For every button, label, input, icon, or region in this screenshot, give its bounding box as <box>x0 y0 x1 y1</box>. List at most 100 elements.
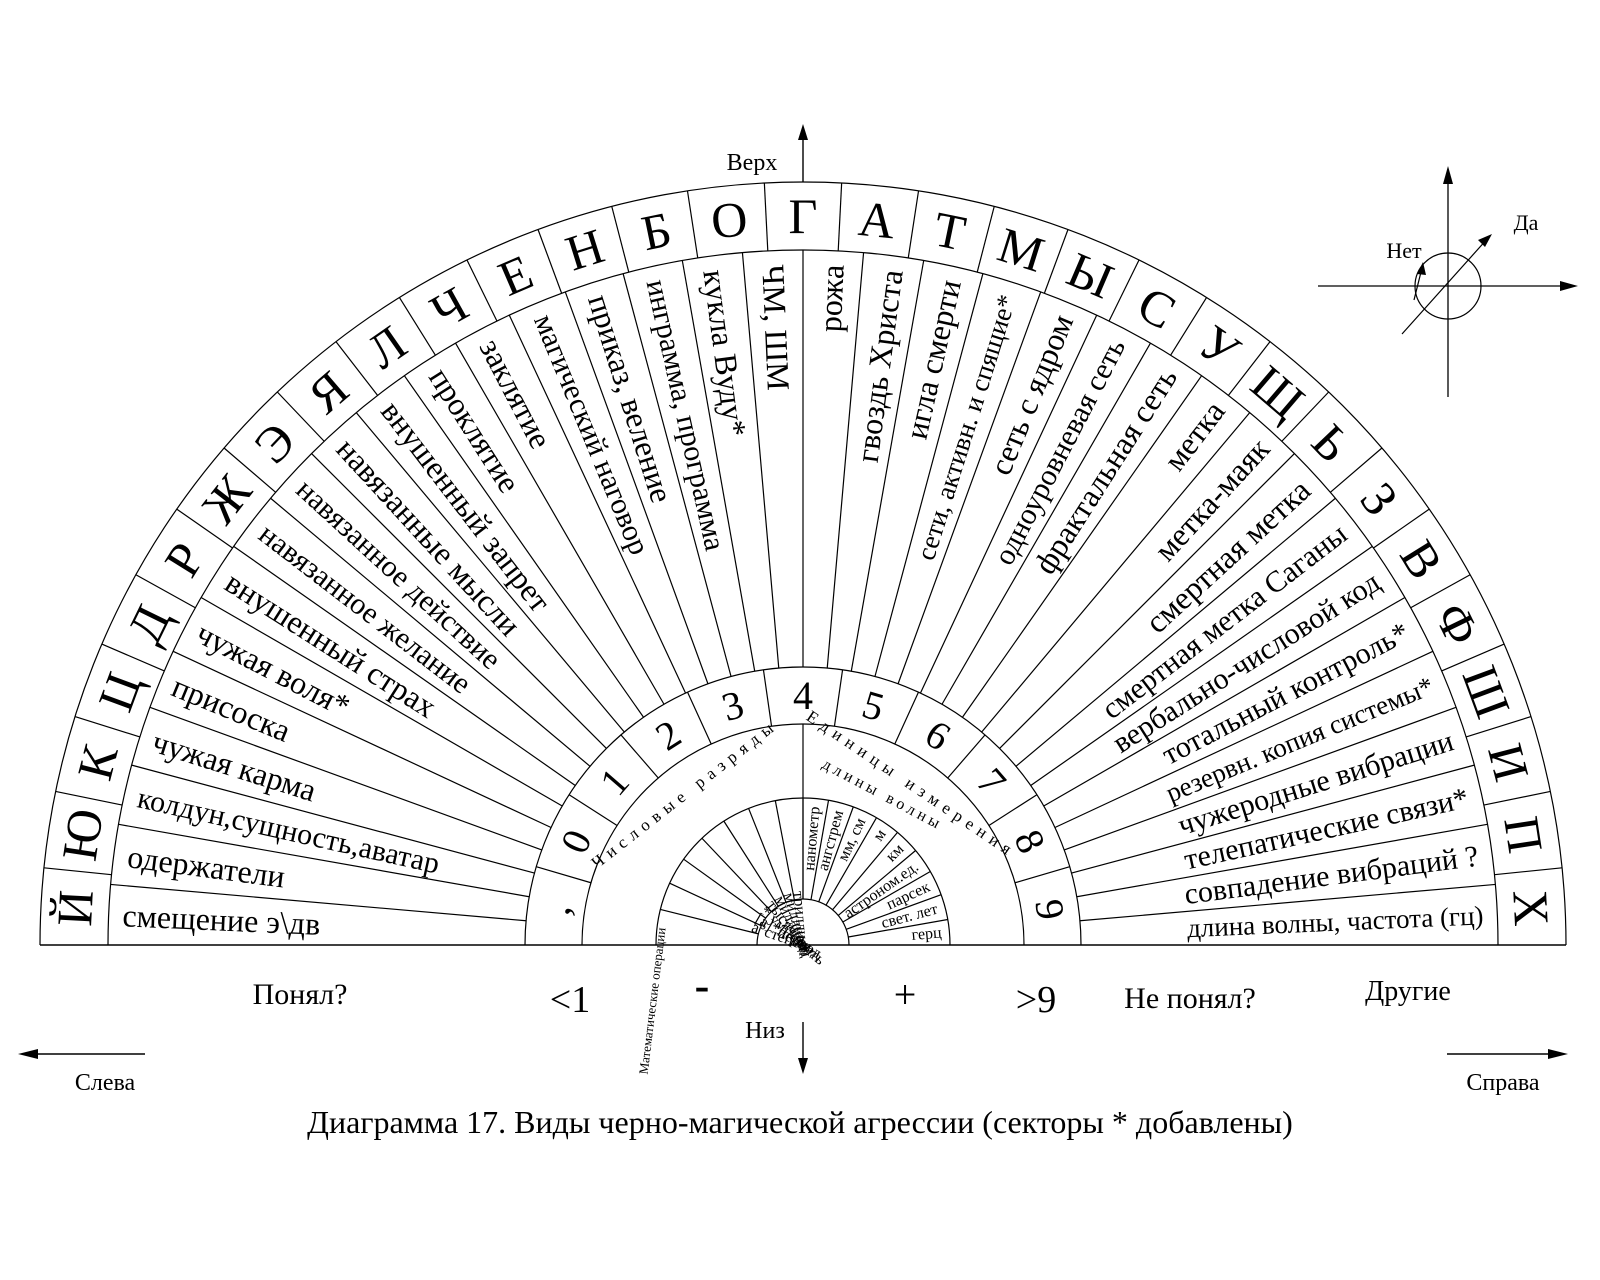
outer-letter: О <box>708 190 750 249</box>
outer-letter: Ц <box>87 665 152 718</box>
sector-divider <box>897 291 1042 684</box>
sector-divider <box>1071 764 1475 874</box>
digit-divider <box>1014 866 1070 884</box>
letter-divider <box>74 716 141 738</box>
letter-divider <box>837 182 843 251</box>
letter-divider <box>537 229 563 294</box>
left-unit-divider <box>748 808 787 903</box>
digit-label: 6 <box>917 711 958 760</box>
label-understood: Понял? <box>253 978 348 1011</box>
yes-no-indicator: Да Нет <box>1318 166 1578 397</box>
letter-divider <box>223 447 277 493</box>
sector-divider <box>1079 883 1496 922</box>
label-right: Справа <box>1466 1070 1540 1096</box>
left-unit-divider <box>701 837 772 913</box>
outer-letter: И <box>1477 738 1540 787</box>
outer-arc <box>39 181 1567 946</box>
right-unit-divider <box>842 870 931 923</box>
left-unit-divider <box>660 908 759 935</box>
sector-label: рожа <box>812 264 851 333</box>
digit-divider <box>947 734 986 779</box>
digit-divider <box>833 669 844 727</box>
letter-divider <box>335 341 379 396</box>
left-arrow-head <box>18 1049 38 1059</box>
sector-divider <box>1030 545 1373 787</box>
sector-divider <box>1043 596 1406 807</box>
letter-divider <box>763 182 769 251</box>
letter-divider <box>1043 229 1069 294</box>
right-unit-divider <box>837 850 916 916</box>
left-unit-divider <box>669 882 762 927</box>
left-unit-label: триллион <box>789 890 812 957</box>
label-others: Другие <box>1365 976 1451 1007</box>
sector-divider <box>200 596 563 807</box>
outer-letter: Л <box>357 314 417 379</box>
letter-divider <box>611 206 630 273</box>
chart-lines <box>39 181 1567 946</box>
digit-divider <box>686 691 712 745</box>
digit-label: 2 <box>648 711 689 760</box>
sector-divider <box>741 252 780 669</box>
right-unit-divider <box>810 800 830 900</box>
letter-divider <box>1483 790 1551 806</box>
right-unit-divider <box>832 832 898 911</box>
outer-letter: К <box>66 739 129 786</box>
sector-divider <box>1076 823 1488 898</box>
outer-letter: Я <box>297 360 359 424</box>
outer-letter: Ы <box>1059 241 1121 310</box>
letter-divider <box>276 391 325 442</box>
letter-divider <box>1494 867 1563 876</box>
letter-divider <box>1281 391 1330 442</box>
sector-divider <box>622 273 732 677</box>
right-unit-divider <box>818 806 854 902</box>
digit-label: 3 <box>717 681 749 730</box>
sector-label: ЧМ, ШМ <box>755 264 796 391</box>
outer-letter: Ь <box>1301 413 1361 472</box>
letter-divider <box>1373 508 1430 549</box>
letter-divider <box>686 190 699 259</box>
sector-divider <box>981 412 1251 733</box>
letter-divider <box>1108 259 1140 322</box>
label-minus: - <box>695 961 710 1010</box>
letter-divider <box>1170 297 1208 356</box>
outer-letter: М <box>992 216 1051 283</box>
letter-divider <box>135 574 196 609</box>
outer-letter: Т <box>929 200 970 261</box>
outer-letter: У <box>1189 314 1251 381</box>
down-arrow-head <box>798 1058 808 1074</box>
right-unit-divider <box>846 894 942 930</box>
label-plus: + <box>894 972 917 1017</box>
sector-divider <box>403 375 645 718</box>
sector-divider <box>110 883 527 922</box>
outer-letter: Д <box>116 596 181 651</box>
outer-letter: Ю <box>51 805 114 864</box>
letter-divider <box>1441 643 1505 672</box>
letter-divider <box>55 790 123 806</box>
outer-letter: П <box>1493 813 1554 857</box>
outer-letter: Х <box>1502 889 1560 928</box>
up-arrow-head <box>798 124 808 140</box>
sector-divider <box>508 314 687 694</box>
outer-letter: Е <box>490 243 540 307</box>
outer-letter: А <box>856 190 898 249</box>
sector-divider <box>149 706 542 851</box>
sector-divider <box>233 545 576 787</box>
sector-label: кукла Вуду* <box>696 267 754 438</box>
right-unit-label: нанометр <box>801 806 824 872</box>
left-unit-divider <box>723 820 779 907</box>
outer-letter: Б <box>637 201 676 262</box>
letter-divider <box>1410 574 1471 609</box>
digit-divider <box>762 669 773 727</box>
sector-divider <box>1015 497 1336 767</box>
outer-letter: Ж <box>191 464 263 534</box>
sector-divider <box>131 764 535 874</box>
digit-label: 4 <box>793 673 813 718</box>
digit-label: , <box>533 901 579 917</box>
outer-letter: Г <box>789 188 818 244</box>
outer-letter: Ч <box>421 275 477 340</box>
sector-divider <box>355 412 625 733</box>
sector-divider <box>941 342 1152 705</box>
letter-divider <box>43 867 112 876</box>
outer-letter: З <box>1350 472 1410 526</box>
outer-letter: Р <box>153 533 215 586</box>
